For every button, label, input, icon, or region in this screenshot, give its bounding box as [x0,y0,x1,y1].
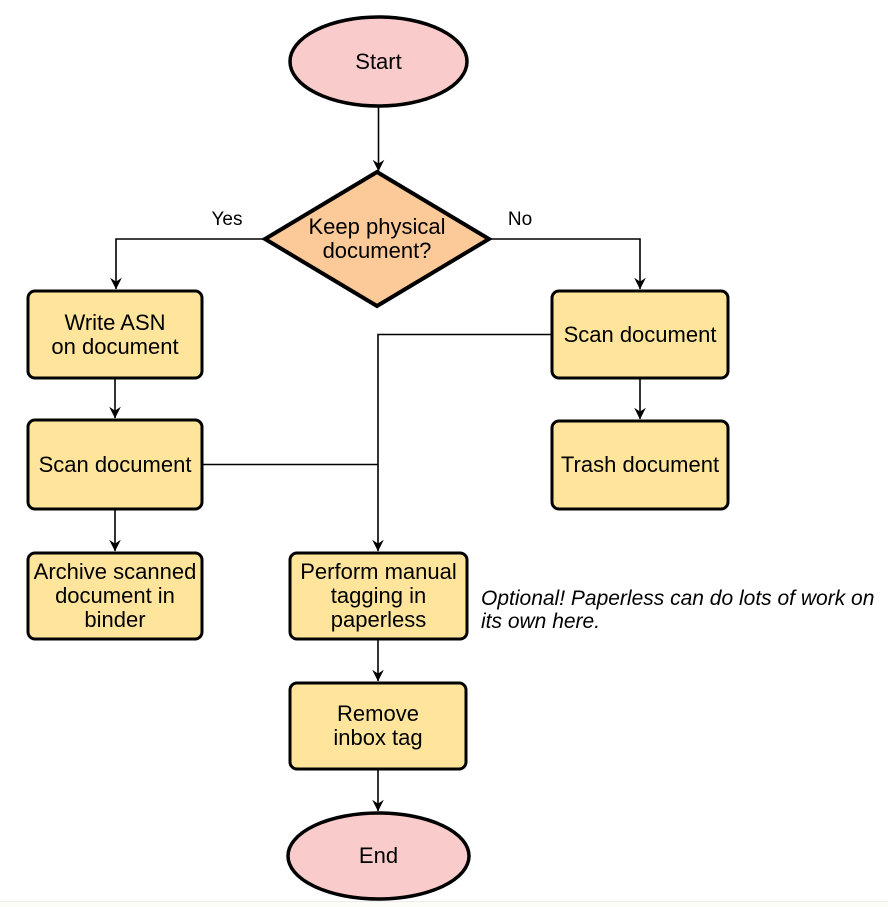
write-asn-box [26,289,204,380]
tagging-box [288,551,469,641]
edge-label-yes: Yes [211,209,243,230]
arrow-decision-yes-to-write-asn [110,238,266,290]
optional-note: Optional! Paperless can do lots of work … [481,587,875,633]
arrow-scan-right-to-tagging [372,333,552,552]
start-terminal-ellipse [288,15,469,108]
decision-diamond [261,169,493,309]
scan-right-box [550,289,730,380]
end-terminal-ellipse [286,811,471,901]
archive-box [26,551,204,641]
scan-left-box [26,418,204,511]
edge-label-no: No [507,209,533,230]
arrow-decision-no-to-scan-right [488,238,646,290]
bottom-hairline [0,901,888,902]
remove-inbox-box [288,681,468,771]
trash-box [550,419,730,511]
bottom-strip [0,902,888,907]
